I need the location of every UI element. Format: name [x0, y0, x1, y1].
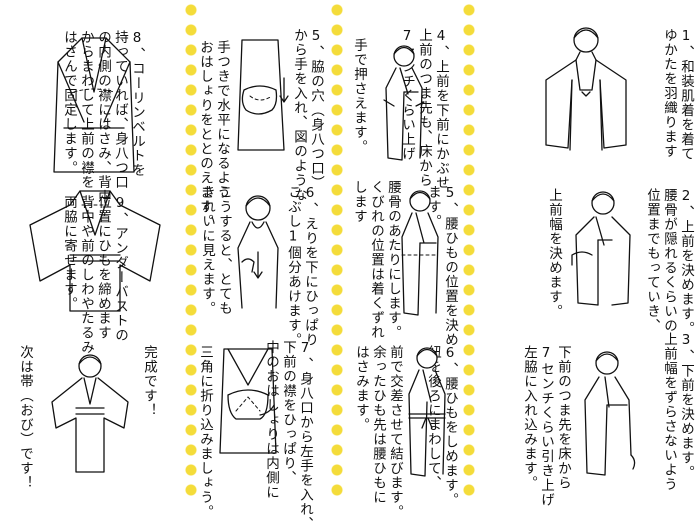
- step1-text: 1、和装肌着を着て ゆかたを羽織ります: [661, 28, 694, 161]
- separator-left: [180, 0, 202, 502]
- step8-figure: [44, 32, 144, 182]
- separator-right: [458, 0, 480, 502]
- step4-figure: [378, 40, 430, 165]
- step6-figure: [404, 342, 450, 482]
- done-figure: [42, 348, 138, 478]
- step3-figure: [575, 345, 645, 480]
- kimono-instruction-sheet: 1、和装肌着を着て ゆかたを羽織ります 2、上前を決めます。 腰骨が隠れるくらい…: [17, 0, 694, 531]
- step9-figure: [20, 185, 170, 315]
- step7-text: 7、身八口から左手を入れ、 下前の襟をひっぱり、 中のおはしょりは内側に: [263, 340, 313, 531]
- step2-note: 上前幅を決めます。: [546, 188, 562, 319]
- step7-figure: [214, 345, 282, 457]
- step5b-note: 手つきで水平になるよう おはしょりをととのえます。: [197, 40, 230, 229]
- step2-text: 2、上前を決めます。 腰骨が隠れるくらいの 位置までもっていき、: [644, 188, 694, 336]
- next-text: 次は帯（おび）です！: [17, 345, 33, 490]
- step5b-text: 5、脇の穴（身八つ口） から手を入れ、図のような: [291, 28, 324, 202]
- step3-text: 3、下前を決めます。 上前幅をずらさないよう: [661, 332, 694, 492]
- done-text: 完成です！: [141, 345, 157, 418]
- step5-figure: [398, 185, 442, 320]
- step3-text-b: 下前のつま先を床から 7センチくらい引き上げ 左脇に入れ込みます。: [521, 345, 571, 507]
- step4-note: 手で押さえます。: [351, 38, 367, 154]
- step2-figure: [568, 185, 638, 310]
- step6b-note: こうすると、とても きれいに見えます。: [199, 185, 232, 316]
- step6-text-b: 前で交差させて結びます。 余ったひも先は腰ひもに はさみます。: [353, 345, 403, 519]
- step6b-figure: [232, 188, 284, 313]
- separator-middle: [326, 0, 348, 502]
- step6b-text: 6、えりを下にひっぱり こぶし1個分あけます。: [285, 185, 318, 347]
- step7-note: 三角に折り込みましょう。: [197, 345, 213, 519]
- step5-text-b: 腰骨のあたりにします。 くびれの位置は着くずれ します: [351, 180, 401, 340]
- step5b-figure: [230, 30, 290, 180]
- step1-figure: [540, 20, 632, 155]
